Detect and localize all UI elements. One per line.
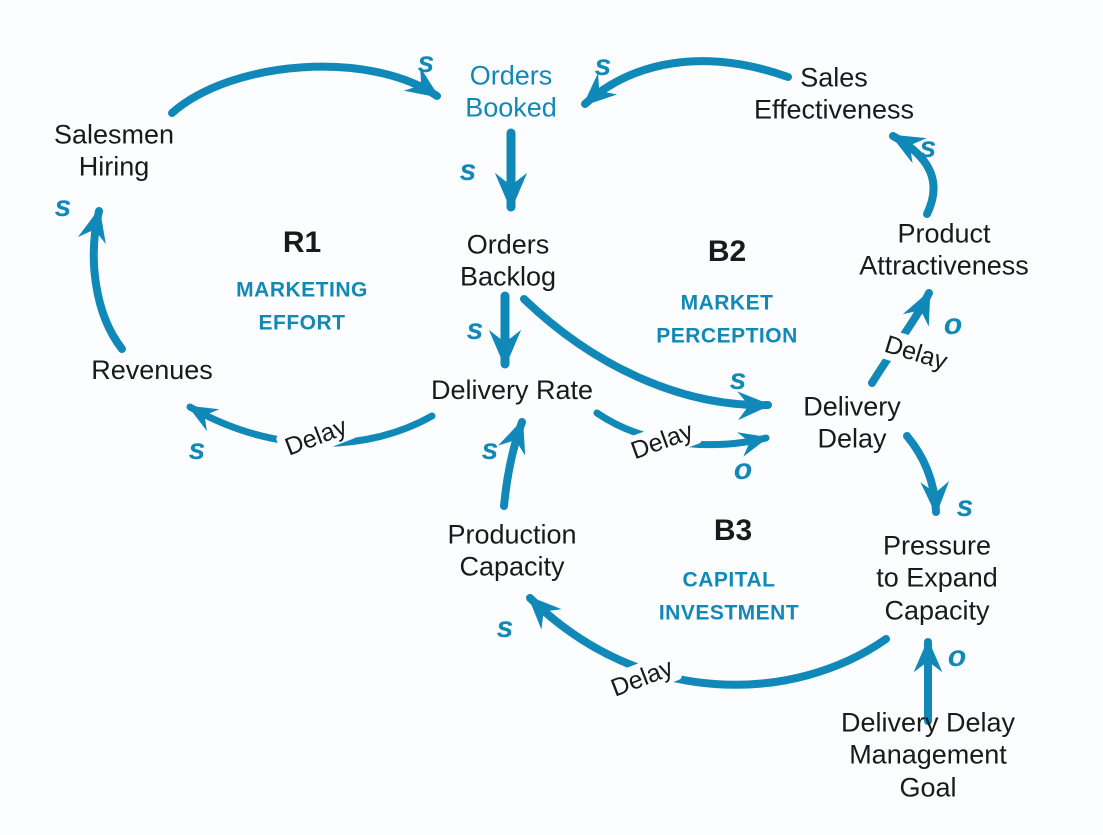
loop-name-market-perception: MARKET PERCEPTION: [656, 291, 798, 347]
node-orders-booked: Orders Booked: [465, 60, 557, 123]
loop-name-capital-investment: CAPITAL INVESTMENT: [658, 568, 800, 624]
node-delivery-rate: Delivery Rate: [430, 374, 594, 405]
polarity-productioncap-to-deliveryrate: s: [481, 433, 499, 466]
node-pressure-to-expand-capacity: Pressure to Expand Capacity: [876, 530, 998, 626]
polarity-deliverydelay-to-productattr: o: [943, 308, 963, 341]
node-production-capacity: Production Capacity: [447, 519, 577, 582]
polarity-productattr-to-saleseff: s: [919, 131, 937, 164]
polarity-salesmen-to-booked: s: [417, 46, 435, 79]
loop-id-b3: B3: [713, 514, 753, 547]
link-orders-backlog-to-delivery-delay: [520, 295, 772, 421]
link-pressure-to-production-capacity: [526, 594, 890, 689]
polarity-backlog-to-deliverydelay: s: [729, 363, 747, 396]
polarity-saleseff-to-booked: s: [594, 49, 612, 82]
node-product-attractiveness: Product Attractiveness: [859, 218, 1029, 281]
loop-id-b2: B2: [707, 235, 747, 268]
node-delivery-delay: Delivery Delay: [803, 391, 901, 454]
polarity-booked-to-backlog: s: [459, 154, 477, 187]
loop-name-marketing-effort: MARKETING EFFORT: [236, 278, 368, 334]
node-delivery-delay-management-goal: Delivery Delay Management Goal: [840, 707, 1016, 803]
link-product-attractiveness-to-sales-effectiveness: [889, 132, 938, 218]
node-sales-effectiveness: Sales Effectiveness: [753, 62, 915, 125]
node-salesmen-hiring: Salesmen Hiring: [53, 119, 175, 182]
polarity-deliveryrate-to-deliverydelay: o: [733, 453, 753, 486]
link-salesmen-hiring-to-orders-booked: [168, 62, 441, 117]
link-revenues-to-salesmen-hiring: [77, 207, 126, 353]
node-revenues: Revenues: [91, 354, 213, 385]
link-production-capacity-to-delivery-rate: [498, 418, 526, 510]
polarity-deliverydelay-to-pressure: s: [956, 490, 974, 523]
polarity-revenues-to-salesmen: s: [54, 190, 72, 223]
polarity-deliveryrate-to-revenues: s: [188, 433, 206, 466]
loop-id-r1: R1: [282, 226, 322, 259]
polarity-pressure-to-productioncap: s: [496, 611, 514, 644]
polarity-goal-to-pressure: o: [947, 640, 967, 673]
polarity-backlog-to-deliveryrate: s: [466, 313, 484, 346]
link-sales-effectiveness-to-orders-booked: [581, 57, 792, 108]
link-delivery-delay-to-pressure: [903, 432, 950, 516]
node-orders-backlog: Orders Backlog: [459, 229, 557, 292]
